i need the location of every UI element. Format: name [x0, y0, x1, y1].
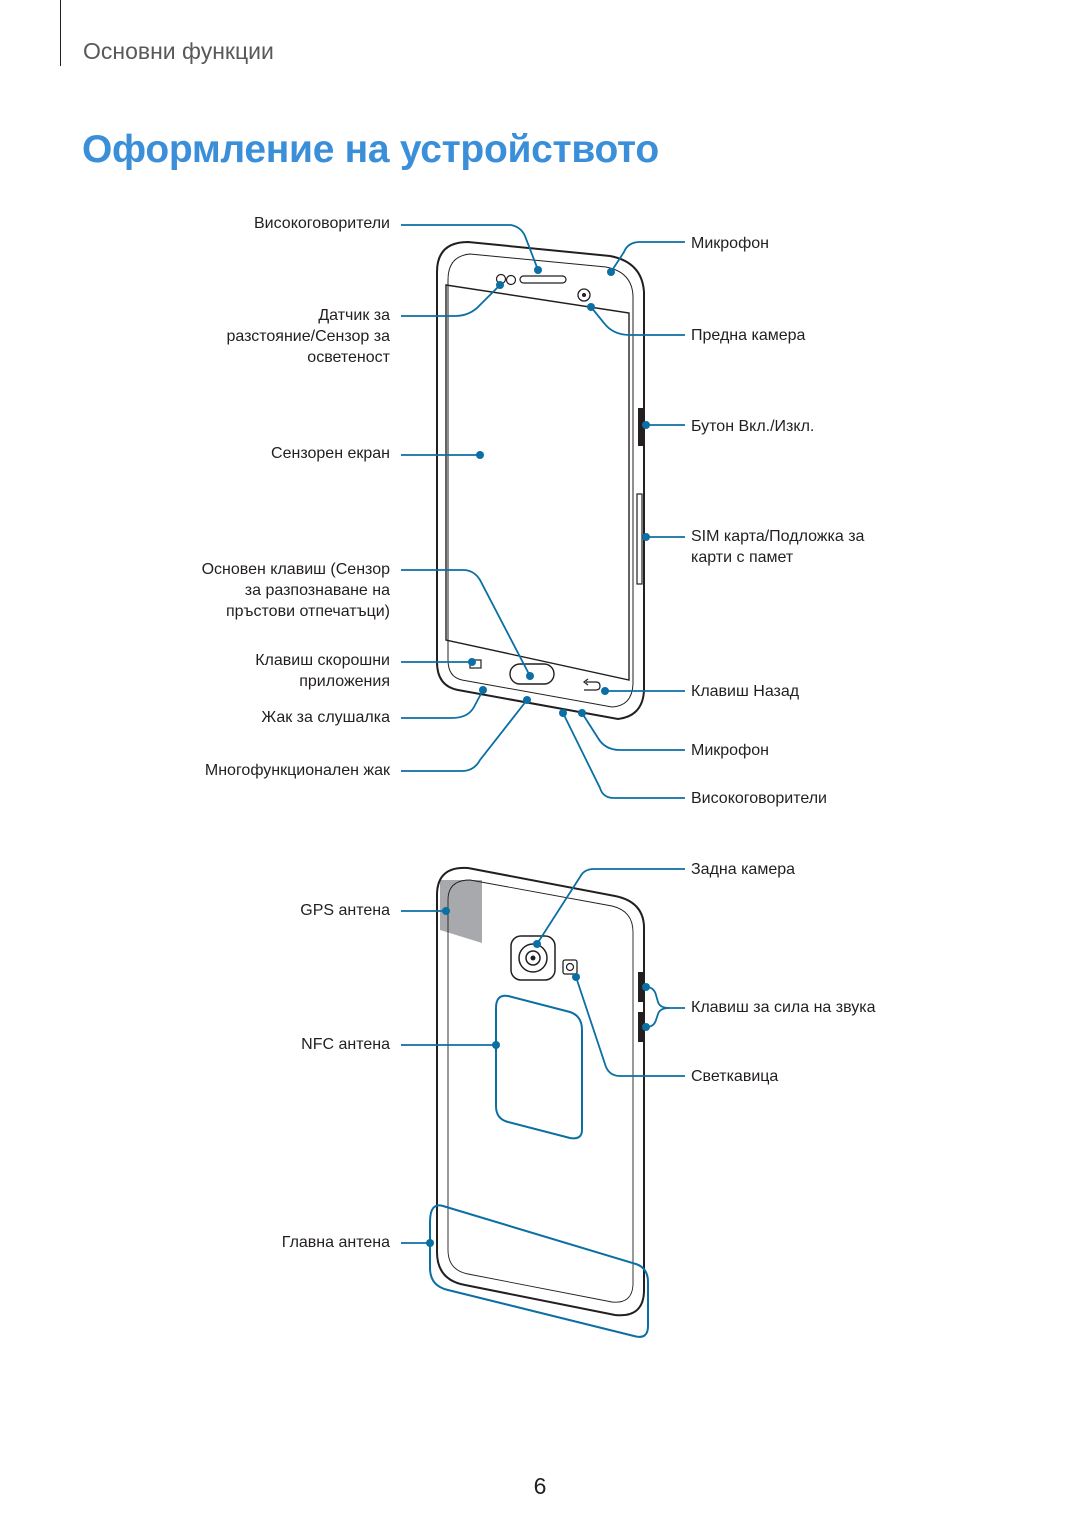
- flash-icon: [562, 959, 578, 975]
- front-inner-bezel: [447, 253, 634, 708]
- label-microphone-top: Микрофон: [691, 235, 769, 252]
- label-front-camera: Предна камера: [691, 327, 806, 344]
- label-power-key: Бутон Вкл./Изкл.: [691, 418, 815, 435]
- front-body-outline: [436, 240, 645, 721]
- back-callouts: [401, 868, 685, 1244]
- label-main-antenna: Главна антена: [281, 1234, 390, 1251]
- label-flash: Светкавица: [691, 1068, 779, 1085]
- label-speaker-top: Високоговорители: [254, 215, 390, 232]
- label-earphone-jack: Жак за слушалка: [261, 709, 390, 726]
- label-touchscreen: Сензорен екран: [271, 445, 390, 462]
- page-number: 6: [533, 1473, 547, 1499]
- front-screen: [445, 284, 630, 681]
- section-header: Основни функции: [83, 38, 274, 64]
- power-button-icon: [638, 408, 644, 446]
- front-callout-dots: [468, 266, 650, 717]
- main-antenna-area: [429, 1204, 649, 1338]
- volume-up-icon: [638, 972, 644, 1002]
- label-rear-camera: Задна камера: [691, 861, 796, 878]
- label-back-key: Клавиш Назад: [691, 683, 800, 700]
- label-gps-antenna: GPS антена: [300, 902, 390, 919]
- back-key-icon: [583, 678, 601, 691]
- label-nfc-antenna: NFC антена: [301, 1036, 390, 1053]
- label-home-key: Основен клавиш (Сензор за разпознаване н…: [201, 561, 390, 620]
- rear-camera-housing: [510, 935, 556, 981]
- side-rule: [60, 0, 61, 66]
- back-callout-dots: [426, 907, 650, 1247]
- sim-tray-icon: [636, 493, 643, 585]
- label-proximity-sensor: Датчик за разстояние/Сензор за осветенос…: [226, 307, 390, 366]
- label-multipurpose-jack: Многофункционален жак: [204, 762, 390, 779]
- volume-down-icon: [638, 1012, 644, 1042]
- label-speaker-bottom: Високоговорители: [691, 790, 827, 807]
- label-recent-apps-key: Клавиш скорошни приложения: [255, 652, 390, 690]
- label-sim-tray: SIM карта/Подложка за карти с памет: [691, 528, 865, 566]
- page-title: Оформление на устройството: [82, 128, 659, 171]
- gps-antenna-area: [440, 880, 482, 943]
- front-callouts: [401, 224, 685, 799]
- home-key-icon: [509, 663, 555, 685]
- front-camera-icon: [577, 288, 591, 302]
- label-microphone-bottom: Микрофон: [691, 742, 769, 759]
- front-device: [436, 240, 645, 721]
- label-volume-key: Клавиш за сила на звука: [691, 999, 876, 1016]
- back-inner-edge: [447, 879, 634, 1303]
- earpiece-speaker-icon: [519, 275, 567, 284]
- light-sensor-icon: [505, 274, 517, 286]
- back-device: [429, 866, 649, 1338]
- back-body-outline: [436, 866, 646, 1317]
- nfc-antenna-area: [495, 994, 583, 1140]
